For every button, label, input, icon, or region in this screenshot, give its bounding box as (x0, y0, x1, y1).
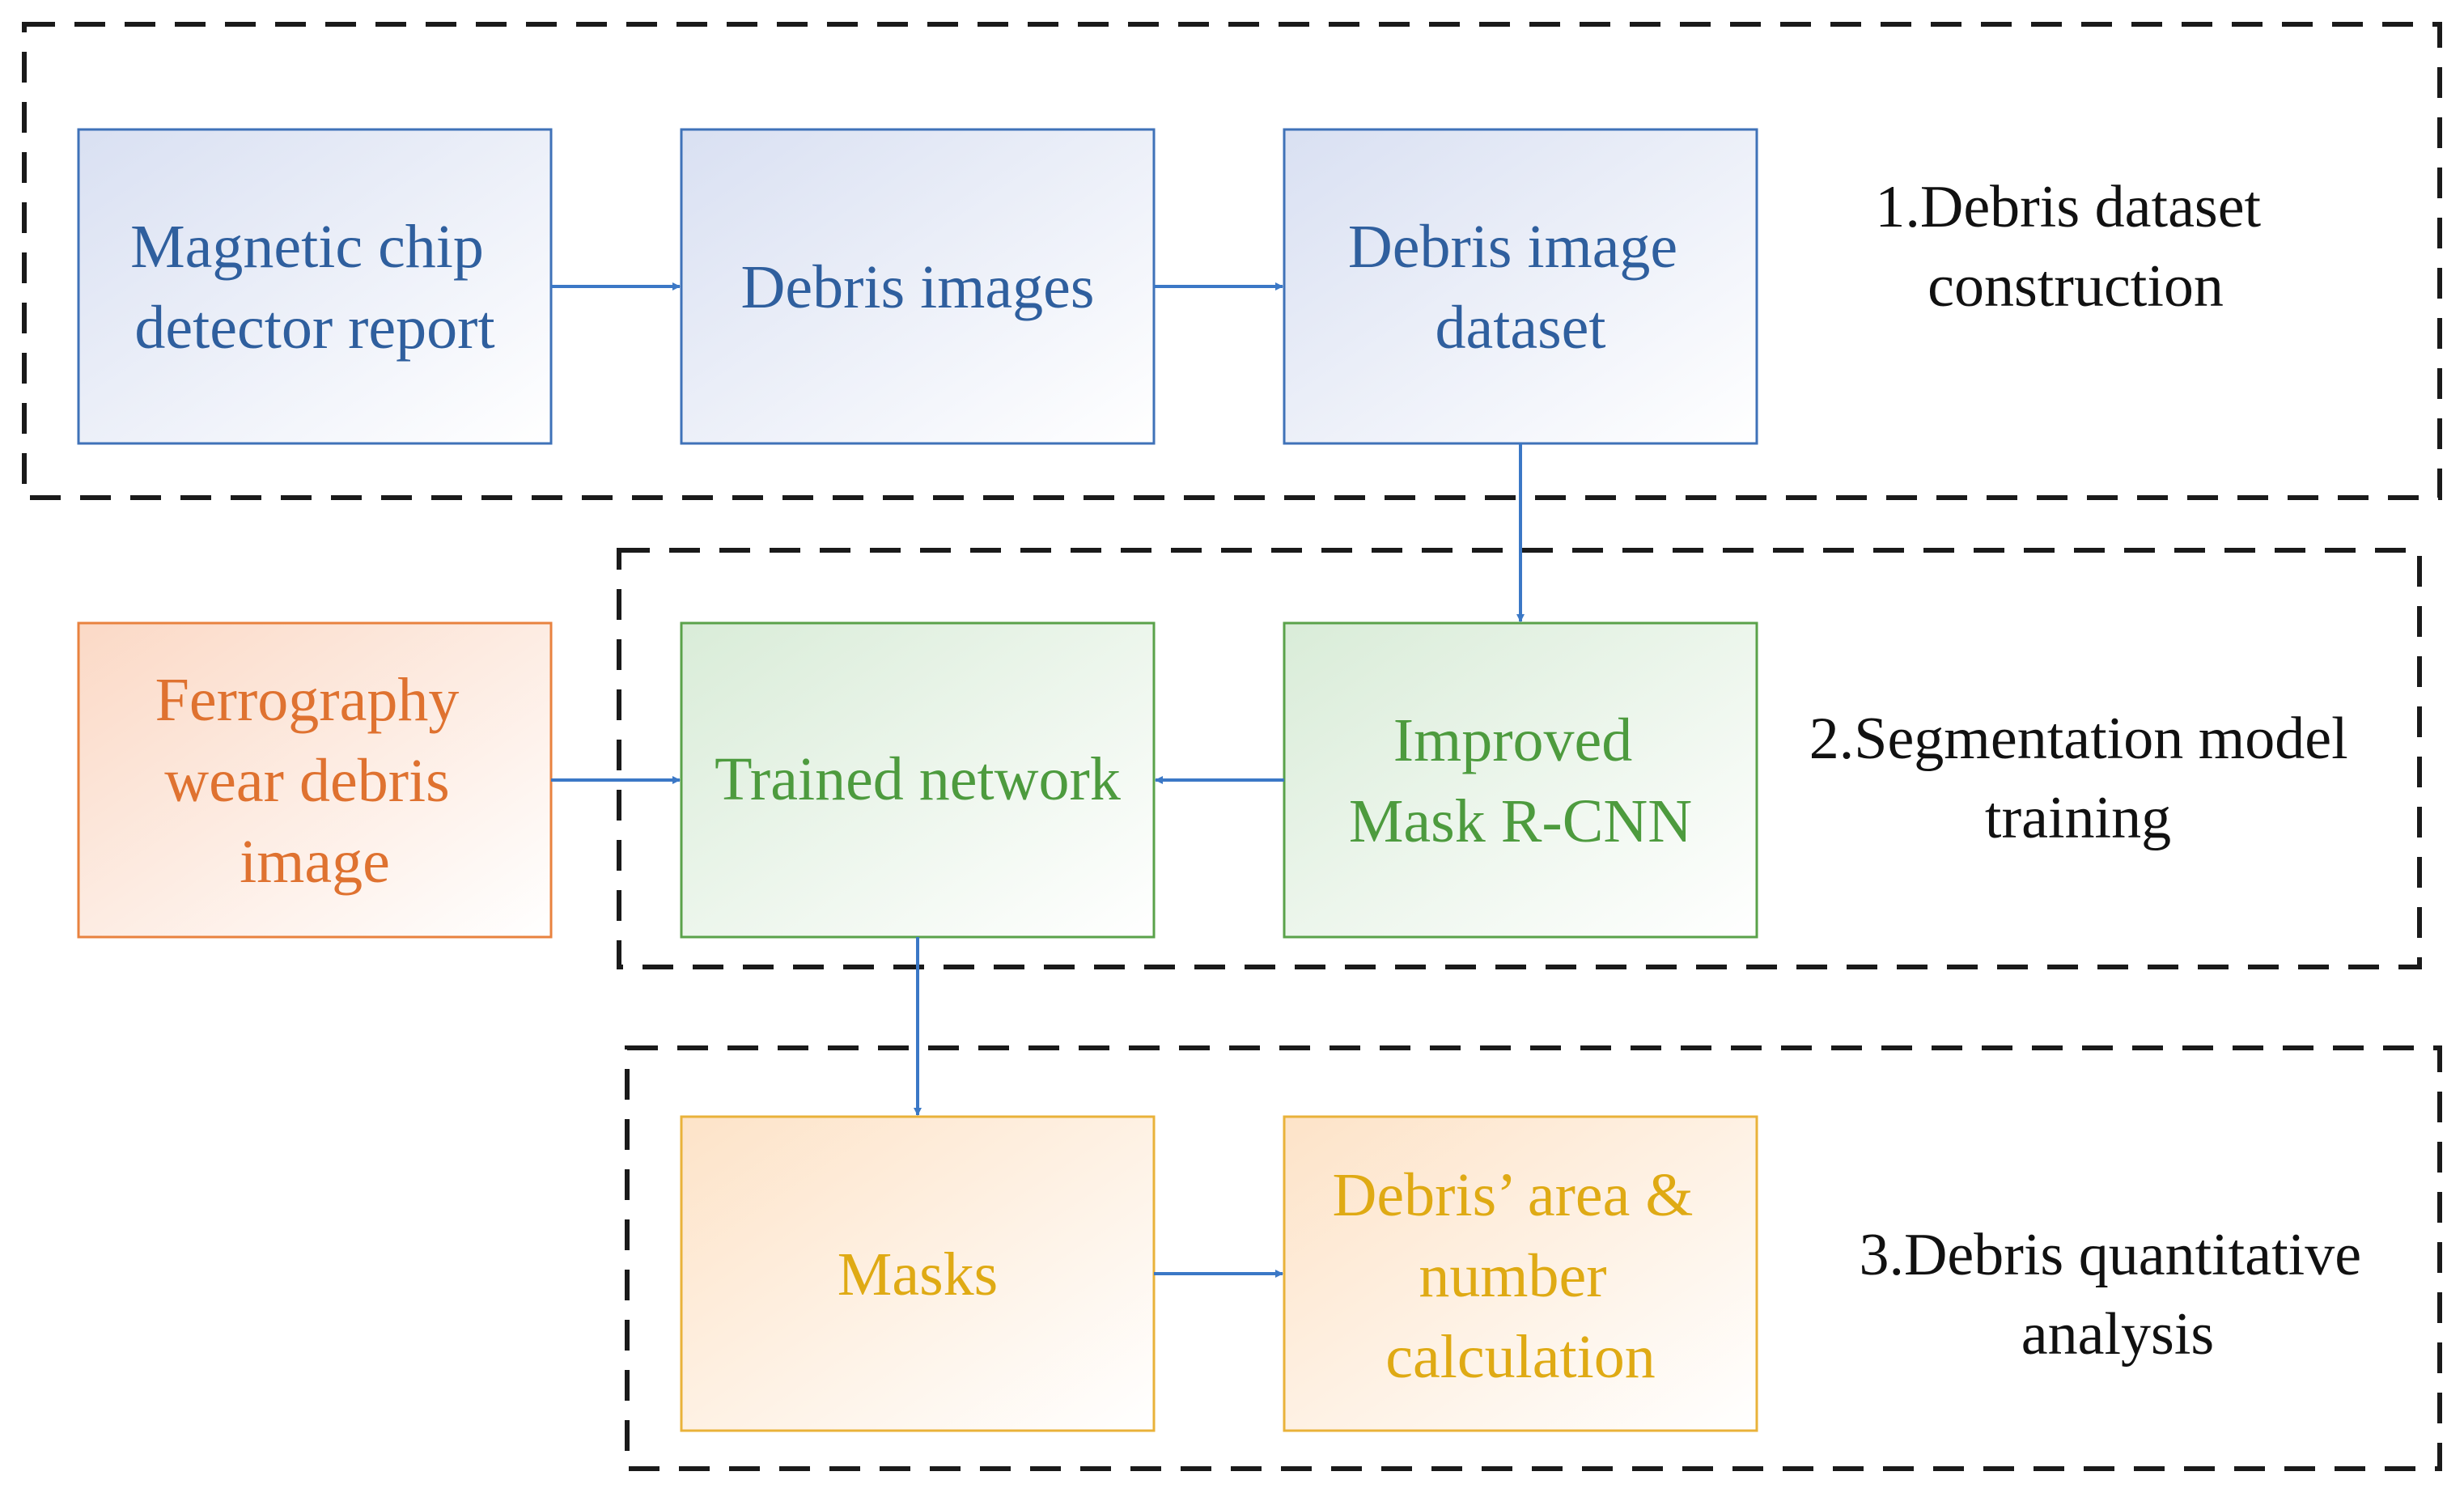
debris-images-node: Debris images (680, 128, 1156, 445)
ferrography-line2: wear debris (164, 747, 449, 815)
svg-text:Ferrography wear debris: Ferrography wear debris image (155, 666, 475, 896)
trained-network-line1: Trained network (715, 745, 1121, 813)
improved-mask-rcnn-node: Improved Mask R-CNN (1283, 621, 1758, 939)
trained-network-node: Trained network (680, 621, 1156, 939)
area-calc-line1: Debris’ area & (1333, 1161, 1694, 1229)
improved-mask-rcnn-line2: Mask R-CNN (1349, 787, 1692, 855)
stage2-container (617, 548, 2422, 969)
stage3-line2: analysis (2021, 1301, 2214, 1368)
svg-text:Improved Mask R-CNN: Improved Mask R-CNN (1349, 706, 1692, 855)
ferrography-line3: image (240, 828, 390, 896)
svg-text:Debris image dataset: Debris image dataset (1348, 213, 1693, 362)
stage1-container (22, 22, 2442, 500)
svg-text:Debris images: Debris images (741, 253, 1095, 321)
masks-node: Masks (680, 1115, 1156, 1432)
ferrography-line1: Ferrography (155, 666, 460, 734)
debris-images-line1: Debris images (741, 253, 1095, 321)
area-calc-line3: calculation (1385, 1323, 1655, 1391)
ferrography-image-node: Ferrography wear debris image (77, 621, 553, 939)
area-calculation-node: Debris’ area & number calculation (1283, 1115, 1758, 1432)
stage1-label: 1.Debris dataset construction (1875, 174, 2275, 320)
area-calc-line2: number (1419, 1242, 1606, 1310)
svg-text:Trained network: Trained network (715, 745, 1121, 813)
svg-text:Debris’ area & number: Debris’ area & number calculation (1333, 1161, 1709, 1391)
debris-dataset-line1: Debris image (1348, 213, 1677, 281)
magnetic-report-node: Magnetic chip detector report (77, 128, 553, 445)
svg-text:Magnetic chip detector r: Magnetic chip detector report (130, 213, 499, 362)
stage2-line1: 2.Segmentation model (1809, 706, 2348, 772)
magnetic-report-line2: detector report (134, 294, 494, 362)
stage2-line2: training (1985, 785, 2171, 851)
debris-dataset-line2: dataset (1435, 294, 1605, 362)
svg-text:Masks: Masks (838, 1240, 998, 1308)
debris-dataset-node: Debris image dataset (1283, 128, 1758, 445)
improved-mask-rcnn-line1: Improved (1393, 706, 1632, 774)
masks-line1: Masks (838, 1240, 998, 1308)
stage1-line1: 1.Debris dataset (1875, 174, 2261, 240)
stage3-label: 3.Debris quantitative analysis (1859, 1222, 2376, 1368)
stage2-label: 2.Segmentation model training (1809, 706, 2363, 851)
stage3-container (625, 1045, 2442, 1471)
magnetic-report-line1: Magnetic chip (130, 213, 484, 281)
stage1-line2: construction (1928, 253, 2224, 320)
stage3-line1: 3.Debris quantitative (1859, 1222, 2361, 1288)
